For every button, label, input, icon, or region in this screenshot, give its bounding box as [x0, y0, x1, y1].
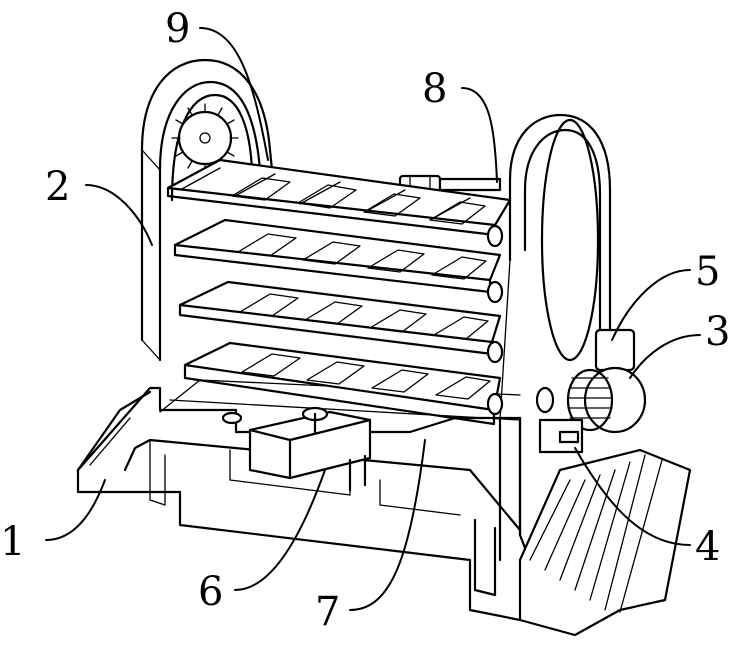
- tray-4: [183, 341, 502, 426]
- right-frame: [498, 113, 612, 562]
- callout-4: 4: [574, 447, 720, 570]
- label-1: 1: [0, 519, 25, 565]
- callout-7: 7: [315, 439, 426, 635]
- label-4: 4: [695, 524, 720, 570]
- label-6: 6: [198, 569, 223, 615]
- callout-3: 3: [629, 309, 730, 379]
- tray-roller-ends: [486, 224, 504, 416]
- label-5: 5: [695, 249, 720, 295]
- label-2: 2: [45, 164, 70, 210]
- callout-9: 9: [165, 6, 269, 161]
- tray-2: [173, 218, 502, 294]
- callout-8: 8: [422, 66, 498, 183]
- callout-5: 5: [611, 249, 720, 341]
- label-9: 9: [165, 6, 190, 52]
- callout-6: 6: [198, 469, 326, 615]
- slider-block: [221, 406, 372, 492]
- drive-assembly: [535, 328, 647, 454]
- label-7: 7: [315, 589, 340, 635]
- tray-rack: [166, 158, 512, 426]
- ramp: [518, 448, 692, 637]
- label-3: 3: [705, 309, 730, 355]
- base-platform: [76, 379, 527, 622]
- callout-2: 2: [45, 164, 153, 246]
- left-frame: [140, 58, 274, 362]
- callout-1: 1: [0, 479, 106, 565]
- label-8: 8: [422, 66, 447, 112]
